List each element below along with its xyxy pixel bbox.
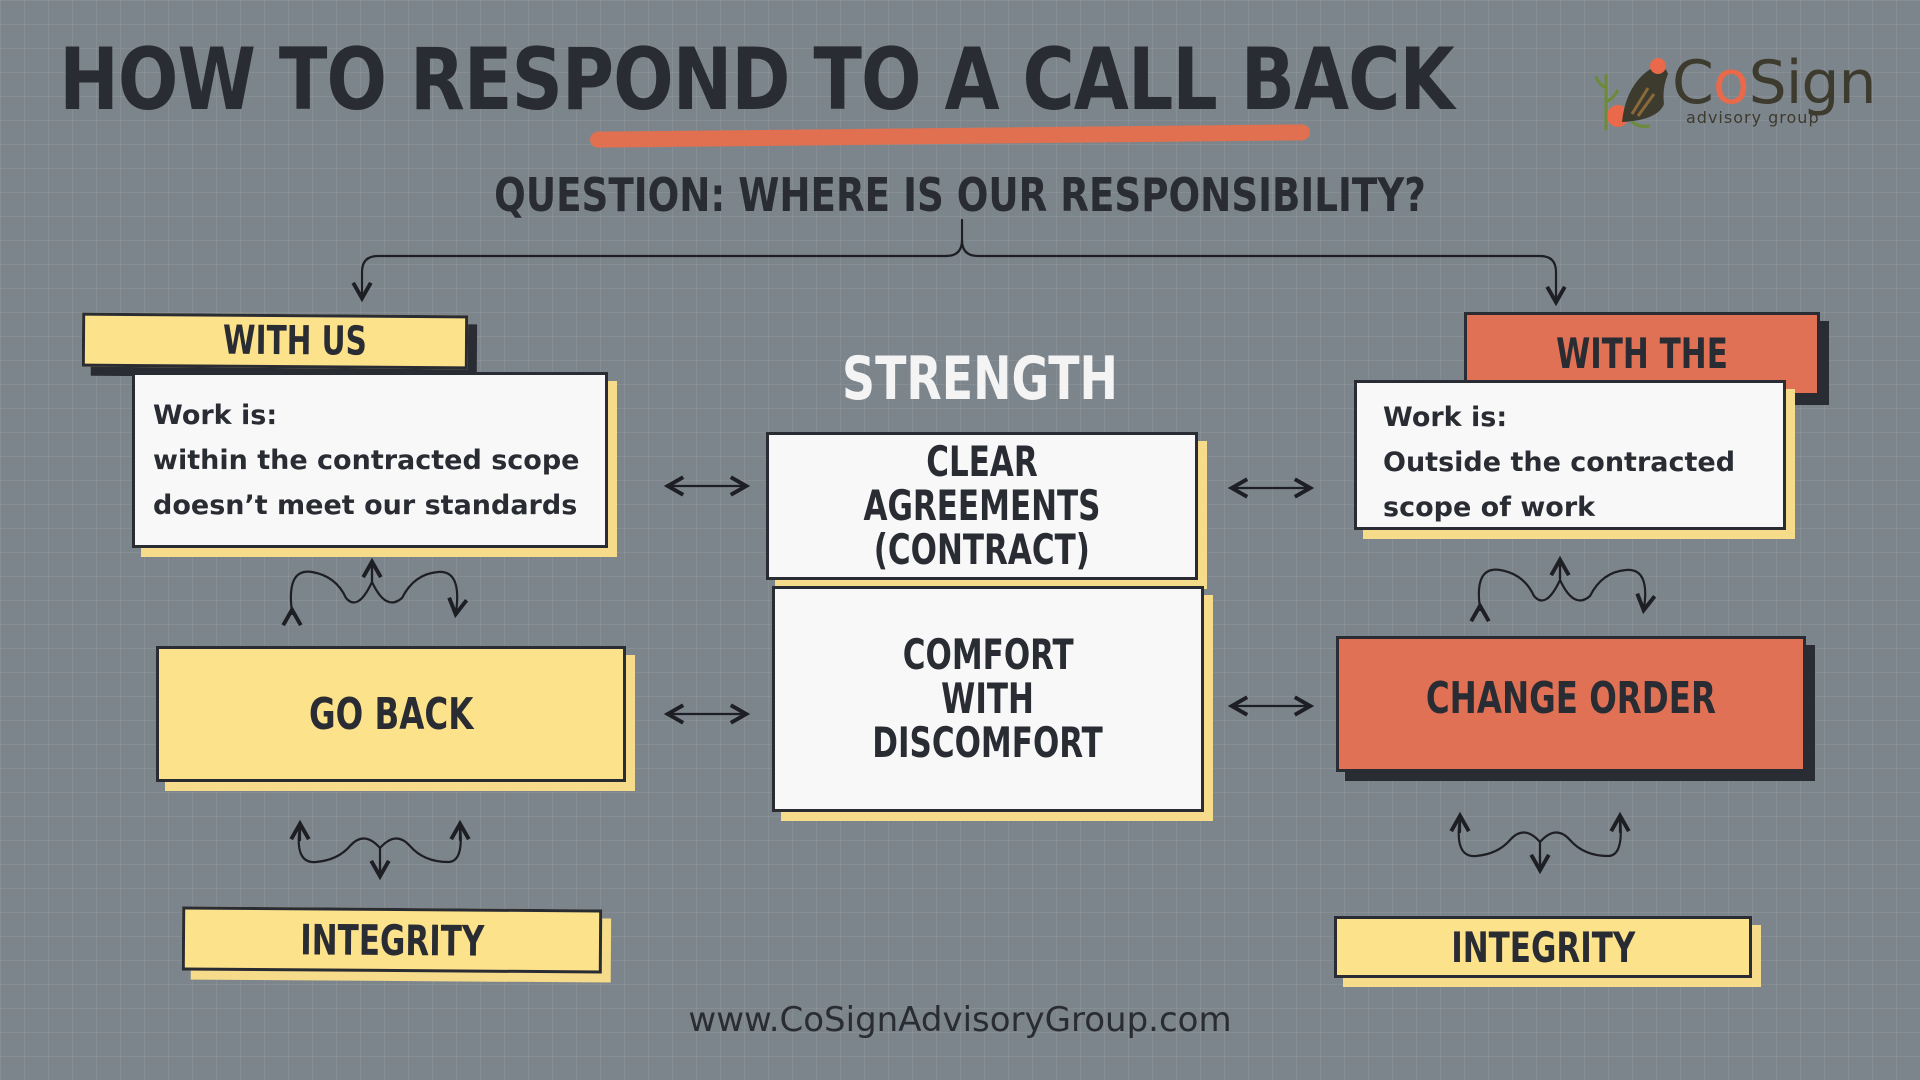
bird-icon: [1594, 58, 1668, 130]
wavy-arrows-right-lower: [1457, 816, 1622, 868]
integrity-right-box: INTEGRITY: [1334, 916, 1752, 978]
wavy-arrows-left-lower: [297, 824, 462, 874]
wavy-arrows-right-upper: [1477, 562, 1645, 608]
page-title: HOW TO RESPOND TO A CALL BACK: [59, 30, 1454, 130]
change-order-box: CHANGE ORDER: [1336, 636, 1806, 772]
go-back-box: GO BACK: [156, 646, 626, 782]
right-card-line-2: scope of work: [1383, 492, 1596, 523]
comfort-with-discomfort-box: COMFORT WITH DISCOMFORT: [772, 586, 1204, 812]
question-subtitle: QUESTION: WHERE IS OUR RESPONSIBILITY?: [494, 168, 1426, 222]
right-card-title: Work is:: [1383, 402, 1508, 433]
right-work-card: Work is: Outside the contracted scope of…: [1354, 380, 1786, 530]
left-work-card: Work is: within the contracted scope doe…: [132, 372, 608, 548]
with-us-header: WITH US: [81, 312, 469, 370]
logo-wordmark: CoSign: [1672, 48, 1876, 118]
integrity-left-box: INTEGRITY: [181, 906, 603, 974]
logo-tagline: advisory group: [1686, 108, 1820, 127]
brace-bracket: [351, 218, 964, 303]
left-card-line-2: doesn’t meet our standards: [153, 490, 578, 521]
website-link[interactable]: www.CoSignAdvisoryGroup.com: [688, 1000, 1232, 1040]
right-card-line-1: Outside the contracted: [1383, 447, 1736, 478]
left-card-title: Work is:: [153, 400, 278, 431]
left-card-line-1: within the contracted scope: [153, 445, 580, 476]
wavy-arrows-left-upper: [289, 564, 457, 612]
strength-heading: STRENGTH: [842, 344, 1118, 414]
clear-agreements-box: CLEAR AGREEMENTS (CONTRACT): [766, 432, 1198, 580]
